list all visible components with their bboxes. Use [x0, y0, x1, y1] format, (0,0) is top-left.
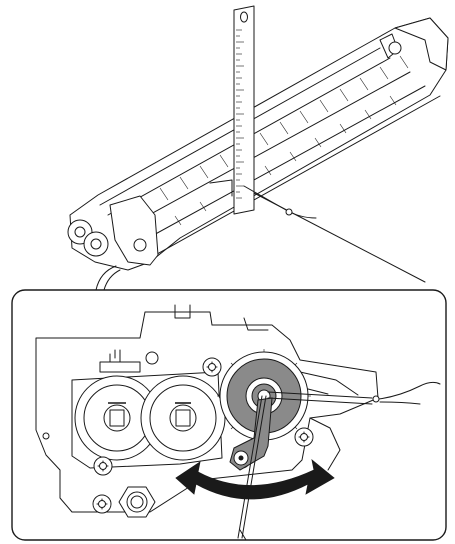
ruler-icon	[209, 5, 255, 215]
callout-pointer	[95, 265, 117, 291]
housing-ribs	[119, 55, 409, 240]
spring-hook-icon	[237, 395, 267, 541]
unit-assembly	[67, 17, 449, 271]
roller-right	[140, 375, 226, 461]
rotation-arrow-icon	[175, 458, 335, 500]
detail-view	[35, 304, 441, 541]
gear-icon	[217, 349, 311, 443]
hex-bushing	[118, 486, 156, 518]
tension-lever	[229, 397, 273, 471]
tension-wire	[243, 185, 426, 283]
roller-left	[74, 375, 160, 461]
left-end-rollers	[67, 195, 159, 266]
detail-wire	[267, 381, 441, 405]
